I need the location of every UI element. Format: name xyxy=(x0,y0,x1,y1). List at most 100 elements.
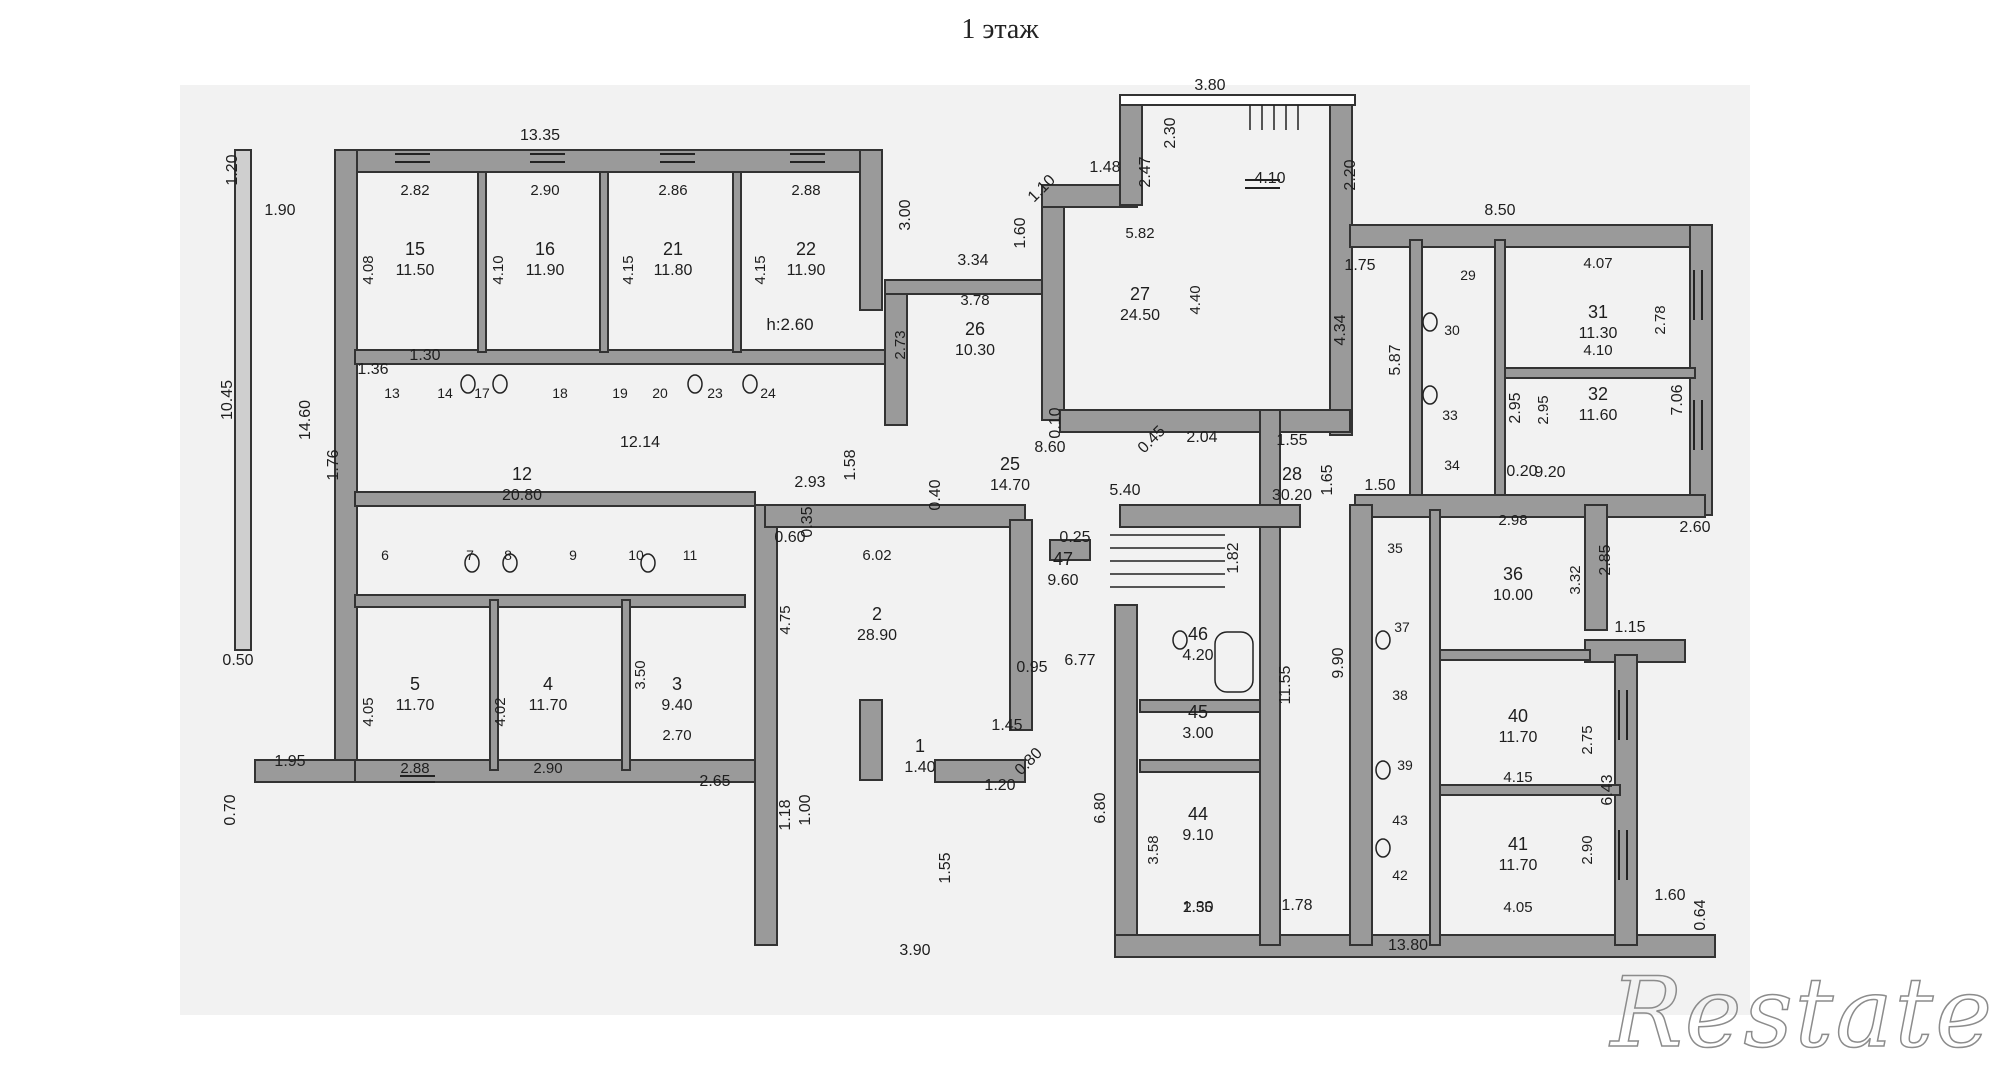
room-height: 4.02 xyxy=(492,697,509,726)
wall-segment xyxy=(1439,649,1591,661)
small-room-number: 23 xyxy=(707,385,723,401)
room-height: 2.95 xyxy=(1535,395,1552,424)
room-number: 25 xyxy=(1000,454,1020,474)
small-room-number: 6 xyxy=(381,547,389,563)
toilet-icon xyxy=(1422,385,1438,405)
wall-segment xyxy=(1349,504,1373,946)
dimension-label: 3.90 xyxy=(899,942,930,959)
dimension-label: 0.50 xyxy=(222,652,253,669)
wall-segment xyxy=(354,491,756,507)
dimension-label: 2.65 xyxy=(699,773,730,790)
dimension-label: 5.40 xyxy=(1109,482,1140,499)
labels: 1511.502.824.081611.902.904.102111.802.8… xyxy=(219,77,1711,959)
room-number: 4 xyxy=(543,674,553,694)
toilet-icon xyxy=(742,374,758,394)
room-height: 4.15 xyxy=(752,255,769,284)
wall-segment xyxy=(254,759,356,783)
room-number: 21 xyxy=(663,239,683,259)
dimension-label: 4.34 xyxy=(1332,314,1349,345)
dimension-label: 4.10 xyxy=(1254,170,1285,187)
room-width: 2.70 xyxy=(662,727,691,744)
dimension-label: 2.20 xyxy=(1342,159,1359,190)
small-room-number: 18 xyxy=(552,385,568,401)
dimension-label: 1.76 xyxy=(325,449,342,480)
room-height: 2.73 xyxy=(892,330,909,359)
dimension-label: 0.20 xyxy=(1506,463,1537,480)
wall-segment xyxy=(489,599,499,771)
wall-segment xyxy=(1349,224,1706,248)
dimension-label: 1.30 xyxy=(409,347,440,364)
toilet-icon xyxy=(1172,630,1188,650)
wall-segment xyxy=(477,171,487,353)
wall-segment xyxy=(1584,504,1608,631)
toilet-icon xyxy=(464,553,480,573)
room-number: 15 xyxy=(405,239,425,259)
room-width: 4.10 xyxy=(1583,342,1612,359)
room-area: 11.50 xyxy=(396,262,435,279)
room-number: 27 xyxy=(1130,284,1150,304)
room-number: 2 xyxy=(872,604,882,624)
room-number: 28 xyxy=(1282,464,1302,484)
room-number: 26 xyxy=(965,319,985,339)
wall-segment xyxy=(934,759,1026,783)
stairs xyxy=(1110,105,1299,588)
room-width: 2.86 xyxy=(658,182,687,199)
room-height: 2.75 xyxy=(1579,725,1596,754)
room-area: 11.70 xyxy=(1499,729,1538,746)
dimension-label: 1.00 xyxy=(797,794,814,825)
room-width: 2.88 xyxy=(791,182,820,199)
wall-segment xyxy=(1119,504,1301,528)
dimension-label: 2.85 xyxy=(1597,544,1614,575)
walls xyxy=(234,94,1716,958)
wall-segment xyxy=(1614,654,1638,946)
wall-segment xyxy=(621,599,631,771)
toilet-icon xyxy=(687,374,703,394)
room-area: 11.70 xyxy=(396,697,435,714)
room-height: 3.58 xyxy=(1145,835,1162,864)
dimension-label: 1.50 xyxy=(1364,477,1395,494)
dimension-label: 1.75 xyxy=(1344,257,1375,274)
dimension-label: 1.20 xyxy=(984,777,1015,794)
dimension-label: 0.60 xyxy=(774,529,805,546)
room-number: 32 xyxy=(1588,384,1608,404)
toilet-icon xyxy=(1422,312,1438,332)
room-width: 6.02 xyxy=(862,547,891,564)
fixtures xyxy=(460,312,1438,858)
small-room-number: 11 xyxy=(683,547,698,563)
room-width: 2.90 xyxy=(533,760,562,777)
wall-segment xyxy=(1494,239,1506,496)
dimension-label: 0.35 xyxy=(799,506,816,537)
small-room-number: 37 xyxy=(1394,619,1410,635)
dimension-label: 1.82 xyxy=(1225,542,1242,573)
dimension-label: 2.60 xyxy=(1679,519,1710,536)
small-room-number: 34 xyxy=(1444,457,1460,473)
room-area: 30.20 xyxy=(1272,487,1312,504)
floor-title: 1 этаж xyxy=(961,14,1039,45)
dimension-label: 13.35 xyxy=(520,127,560,144)
small-room-number: 7 xyxy=(466,547,474,563)
room-number: 45 xyxy=(1188,702,1208,722)
dimension-label: 1.30 xyxy=(1182,899,1213,916)
toilet-icon xyxy=(1375,630,1391,650)
dimension-label: 2.04 xyxy=(1186,429,1217,446)
small-room-number: 38 xyxy=(1392,687,1408,703)
room-height: 4.05 xyxy=(360,697,377,726)
small-room-number: 20 xyxy=(652,385,668,401)
dimension-label: 10.45 xyxy=(219,380,236,420)
room-number: 16 xyxy=(535,239,555,259)
room-area: 10.30 xyxy=(955,342,995,359)
wall-segment xyxy=(1504,367,1696,379)
small-room-number: 33 xyxy=(1442,407,1458,423)
room-area: 11.60 xyxy=(1579,407,1618,424)
room-height: 4.15 xyxy=(620,255,637,284)
ceiling-height-label: h:2.60 xyxy=(766,315,813,334)
wall-segment xyxy=(234,149,252,651)
small-room-number: 14 xyxy=(437,385,453,401)
wall-segment xyxy=(1409,239,1423,496)
room-area: 14.70 xyxy=(990,477,1030,494)
room-area: 11.70 xyxy=(529,697,568,714)
room-area: 4.20 xyxy=(1182,647,1213,664)
toilet-icon xyxy=(640,553,656,573)
toilet-icon xyxy=(492,374,508,394)
dimension-label: 0.25 xyxy=(1059,529,1090,546)
